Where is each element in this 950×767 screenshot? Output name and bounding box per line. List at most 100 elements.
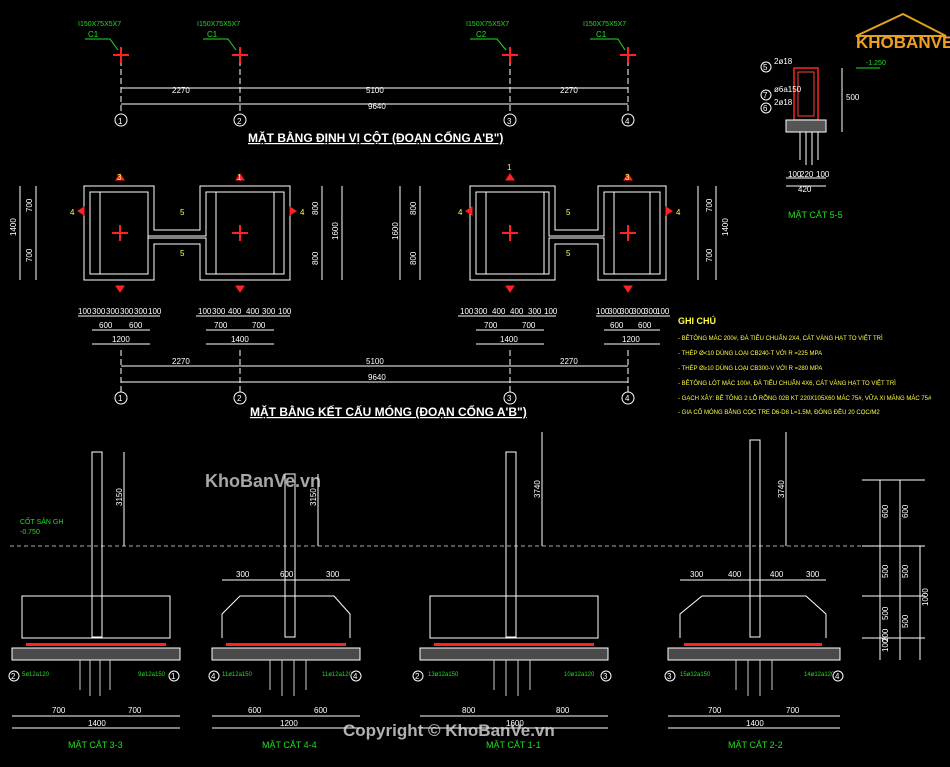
axis-label: 3 [507, 117, 512, 126]
dim: 1200 [622, 335, 640, 344]
dim: 600 [610, 321, 624, 330]
marker: 4 [458, 208, 463, 217]
note-item: - GẠCH XÂY: BÊ TÔNG 2 LỖ RỖNG 02B KT 220… [678, 394, 932, 402]
dim: 700 [786, 706, 800, 715]
dim: 600 [99, 321, 113, 330]
marker: 1 [507, 163, 512, 172]
marker: 1 [237, 173, 242, 182]
rebar-note: 14ø12a120 [804, 672, 835, 678]
watermark-copyright: Copyright © KhoBanVe.vn [343, 721, 555, 740]
dim: 300 [528, 307, 542, 316]
ground-label: CỐT SÂN GH [20, 516, 63, 526]
dim: 800 [311, 201, 320, 215]
dim: 700 [25, 248, 34, 262]
axis-label: 4 [211, 672, 216, 681]
right-dim: 500 [881, 564, 890, 578]
span-right: 2270 [560, 86, 578, 95]
dim: 600 [129, 321, 143, 330]
dim: 100 [596, 307, 610, 316]
rebar-dots [26, 643, 822, 646]
notes-heading: GHI CHÚ [678, 315, 716, 326]
note-item: - BÊTÔNG LÓT MÁC 100#, ĐÁ TIÊU CHUẨN 4X6… [678, 379, 896, 387]
column-section: I150X75X5X7 [197, 21, 240, 28]
dim: 400 [510, 307, 524, 316]
note-item: - GIA CỐ MÓNG BẰNG CỌC TRE D6-D8 L=1.5M,… [678, 408, 880, 416]
dim: 100 [656, 307, 670, 316]
dim: 700 [128, 706, 142, 715]
dim: 600 [314, 706, 328, 715]
dim: 400 [228, 307, 242, 316]
axis-label: 3 [603, 672, 608, 681]
section-label: MẶT CẮT 1-1 [486, 740, 541, 750]
rebar-note: 9ø12a150 [138, 672, 166, 678]
right-dim: 500 [901, 564, 910, 578]
dim: 800 [556, 706, 570, 715]
foundation-plan-labels: 3 1 1 3 4 4 4 4 5 5 5 5 100 300 300 300 … [9, 163, 730, 419]
axis-label: 2 [237, 117, 242, 126]
section-label: MẶT CẮT 4-4 [262, 740, 317, 750]
column-section: I150X75X5X7 [583, 21, 626, 28]
span-left: 2270 [172, 357, 190, 366]
dim: 100 [460, 307, 474, 316]
axis-label: 3 [667, 672, 672, 681]
dim: 400 [770, 570, 784, 579]
marker: 6 [763, 104, 768, 113]
dim: 1200 [112, 335, 130, 344]
marker: 3 [625, 173, 630, 182]
note-item: - BÊTÔNG MÁC 200#, ĐÁ TIÊU CHUẨN 2X4, CÁ… [678, 334, 883, 342]
dim: 300 [262, 307, 276, 316]
dim: 300 [92, 307, 106, 316]
right-dim: 500 [901, 614, 910, 628]
marker: 7 [763, 91, 768, 100]
plan-columns-title: MẶT BẰNG ĐỊNH VỊ CỘT (ĐOẠN CỔNG A'B") [248, 130, 503, 145]
marker: 4 [676, 208, 681, 217]
notes: GHI CHÚ - BÊTÔNG MÁC 200#, ĐÁ TIÊU CHUẨN… [678, 315, 932, 416]
dim: 800 [462, 706, 476, 715]
axis-label: 1 [118, 117, 123, 126]
column-id: C1 [596, 30, 607, 39]
axis-label: 4 [625, 117, 630, 126]
watermark-main: KhoBanVe.vn [205, 471, 321, 491]
dim: 400 [492, 307, 506, 316]
dim: 1400 [746, 719, 764, 728]
axis-label: 4 [835, 672, 840, 681]
dim: 100 [278, 307, 292, 316]
dim: 700 [252, 321, 266, 330]
dim: 800 [311, 251, 320, 265]
column-id: C2 [476, 30, 487, 39]
axis-label: 4 [625, 394, 630, 403]
dim: 400 [246, 307, 260, 316]
rebar-note: 10ø12a120 [564, 672, 595, 678]
dim: 800 [409, 201, 418, 215]
marker: 5 [763, 63, 768, 72]
section-label: MẶT CẮT 3-3 [68, 740, 123, 750]
axis-label: 3 [507, 394, 512, 403]
brand-logo: KHOBANVE [855, 12, 950, 52]
dim: 700 [522, 321, 536, 330]
dim: 300 [326, 570, 340, 579]
dim: 700 [214, 321, 228, 330]
dim: 1200 [280, 719, 298, 728]
dim: 300 [120, 307, 134, 316]
dim: 1600 [506, 719, 524, 728]
rebar-note: 5ø12a120 [22, 672, 50, 678]
dim: 500 [846, 93, 860, 102]
foundation-plan [19, 173, 717, 405]
right-dim: 600 [881, 504, 890, 518]
dim: 700 [705, 198, 714, 212]
axis-label: 4 [353, 672, 358, 681]
section-label: MẶT CẮT 5-5 [788, 210, 843, 220]
dim: 300 [134, 307, 148, 316]
dim: 100 [788, 170, 802, 179]
dim: 1400 [231, 335, 249, 344]
elevation [8, 432, 925, 729]
column-labels: I150X75X5X7 C1 I150X75X5X7 C1 I150X75X5X… [78, 21, 630, 145]
right-dim: 500 [881, 606, 890, 620]
rebar-note: 11ø12a120 [322, 672, 353, 678]
height-dim: 3740 [533, 480, 542, 498]
marker: 5 [180, 208, 185, 217]
dim: 100 [148, 307, 162, 316]
elevation-labels: CỐT SÂN GH -0.750 3150 3150 3740 3740 60… [11, 480, 930, 750]
plan-foundation-title: MẶT BẰNG KẾT CẤU MÓNG (ĐOẠN CỔNG A'B") [250, 404, 527, 419]
